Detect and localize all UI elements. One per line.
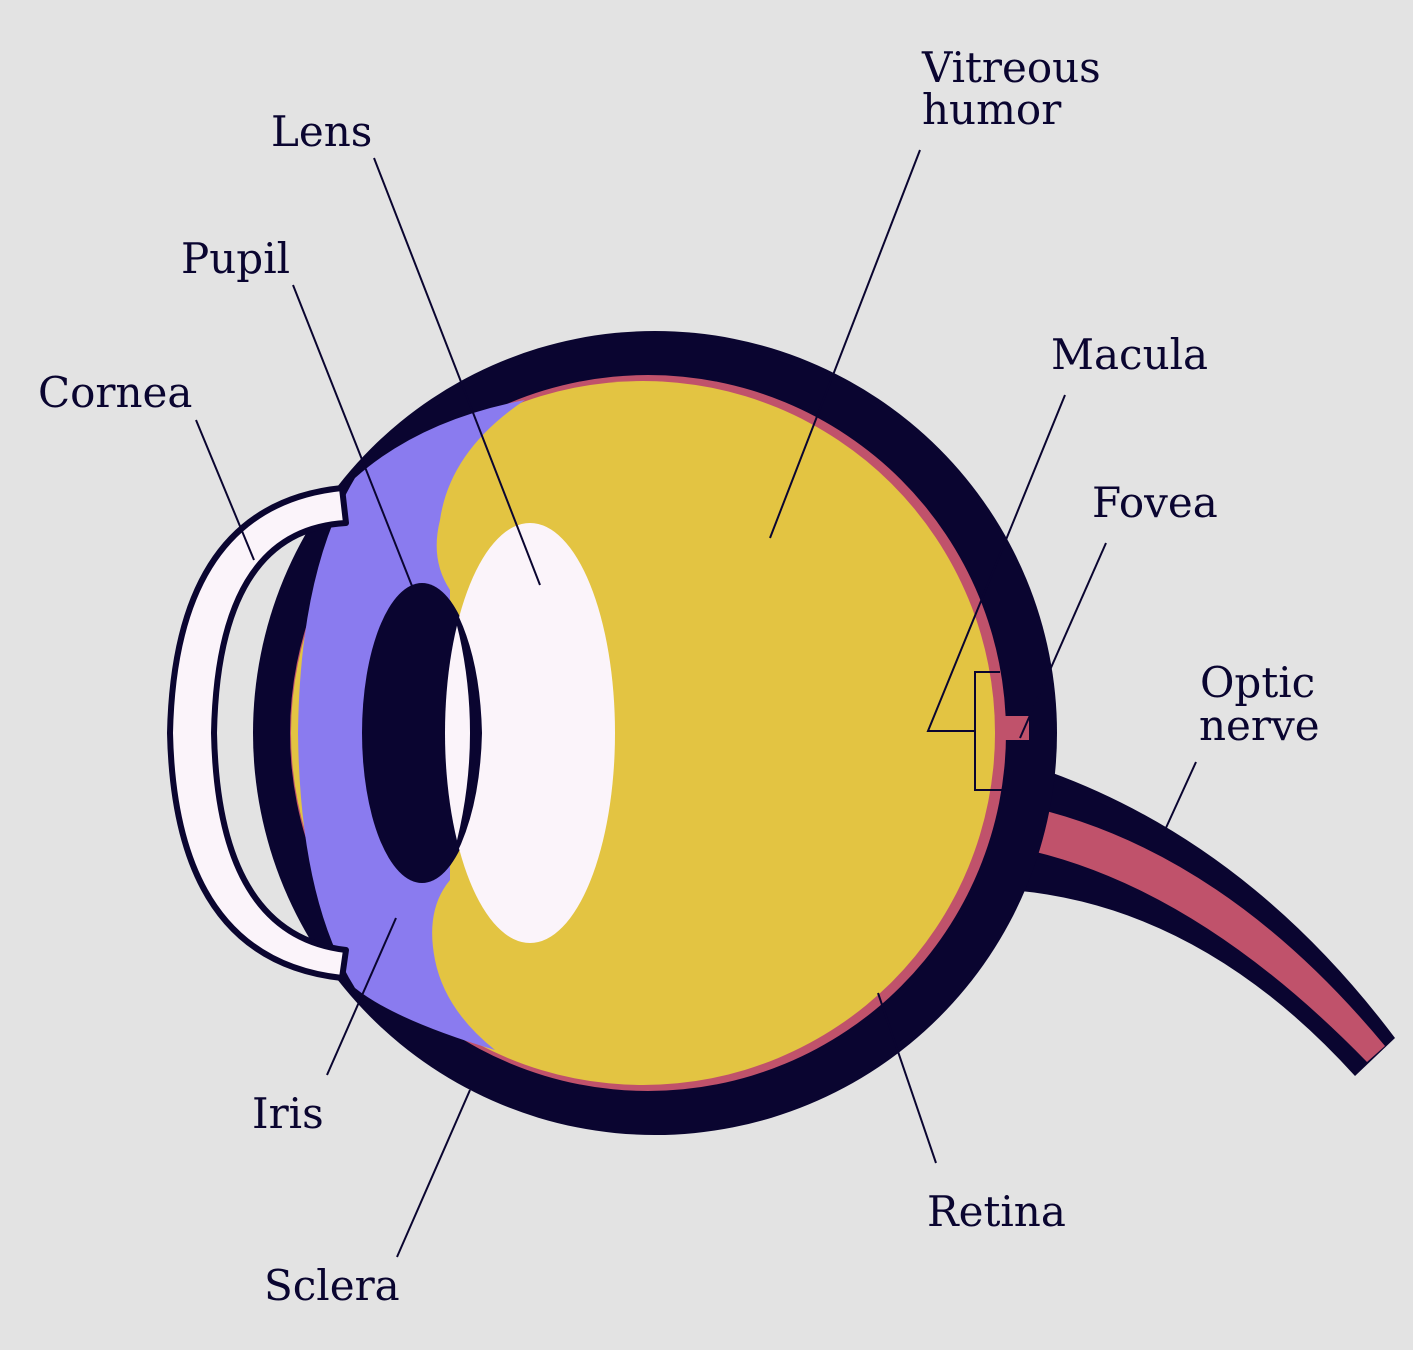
lens-leader	[373, 157, 541, 586]
label-sclera: Sclera	[264, 1261, 400, 1310]
cornea-shape	[167, 485, 349, 981]
label-cornea: Cornea	[38, 368, 192, 417]
pupil-overlap	[450, 600, 482, 866]
label-optic-nerve-line1: Optic	[1200, 658, 1315, 707]
label-pupil: Pupil	[181, 234, 290, 283]
vitreous-humor-shape	[291, 381, 995, 1085]
cornea-leader	[195, 419, 255, 561]
label-fovea: Fovea	[1092, 478, 1218, 527]
optic-nerve-core	[990, 800, 1385, 1062]
label-iris: Iris	[252, 1089, 324, 1138]
label-optic-nerve-line2: nerve	[1199, 701, 1320, 750]
label-vitreous-humor-line2: humor	[922, 85, 1062, 134]
optic-nerve-leader	[1164, 761, 1197, 831]
label-lens: Lens	[271, 107, 372, 156]
iris-leader	[326, 917, 397, 1076]
macula-leader	[926, 394, 1066, 732]
label-macula: Macula	[1051, 330, 1208, 379]
lens-shape	[445, 523, 615, 943]
pupil-leader	[292, 284, 413, 587]
sclera-leader	[396, 1089, 471, 1258]
label-retina: Retina	[927, 1187, 1066, 1236]
retina-leader	[877, 992, 937, 1164]
label-vitreous-humor-line1: Vitreous	[921, 43, 1101, 92]
fovea-leader	[1019, 542, 1107, 739]
vitreous-leader	[769, 149, 921, 539]
